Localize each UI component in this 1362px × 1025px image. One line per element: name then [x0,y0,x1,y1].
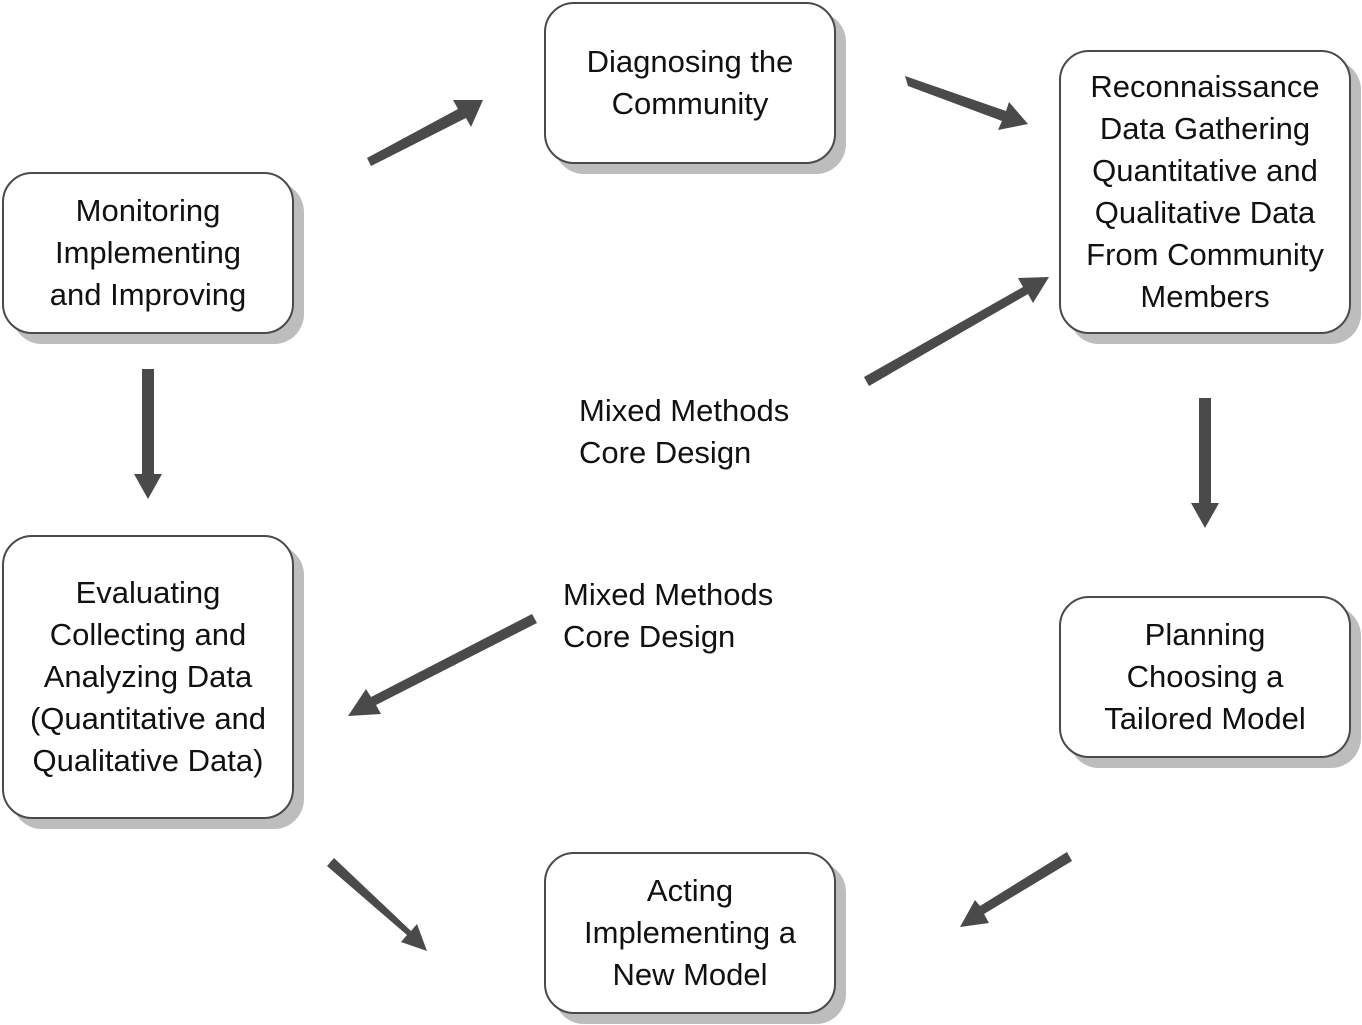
arrow-monitoring-to-diagnosing [367,100,483,166]
node-planning-line-1: Planning [1144,617,1266,652]
node-planning-line-2: Choosing a [1126,659,1284,694]
node-evaluating-line-3: Analyzing Data [43,659,253,694]
arrow-evaluating-to-acting [327,858,427,951]
node-monitoring-line-2: Implementing [54,235,242,270]
arrow-diagnosing-to-reconnaissance [905,76,1028,130]
node-evaluating-line-1: Evaluating [75,575,221,610]
node-reconnaissance-line-1: Reconnaissance [1090,69,1320,104]
node-reconnaissance-line-4: Qualitative Data [1094,195,1316,230]
arrow-monitoring-to-evaluating [134,369,162,499]
node-acting-line-3: New Model [612,957,768,992]
node-diagnosing-line-1: Diagnosing the [586,44,794,79]
center-label-upper-line-1: Mixed Methods [579,393,790,428]
node-planning: Planning Choosing a Tailored Model [1059,596,1351,758]
center-label-lower-line-1: Mixed Methods [563,577,774,612]
node-evaluating-line-5: Qualitative Data) [32,743,264,778]
center-label-lower-line-2: Core Design [563,619,736,654]
node-reconnaissance-line-6: Members [1140,279,1270,314]
node-diagnosing-line-2: Community [611,86,769,121]
node-acting-line-1: Acting [646,873,734,908]
node-monitoring-line-3: and Improving [49,277,247,312]
node-reconnaissance-line-3: Quantitative and [1092,153,1318,188]
node-acting: Acting Implementing a New Model [544,852,836,1014]
node-evaluating-line-4: (Quantitative and [29,701,267,736]
center-label-lower: Mixed Methods Core Design [563,574,773,658]
node-monitoring: Monitoring Implementing and Improving [2,172,294,334]
arrow-reconnaissance-to-planning [1191,398,1219,528]
center-label-upper: Mixed Methods Core Design [579,390,789,474]
arrow-upper-label-to-reconnaissance [864,277,1049,386]
arrow-lower-label-to-evaluating [348,614,537,716]
center-label-upper-line-2: Core Design [579,435,752,470]
node-reconnaissance-line-5: From Community [1086,237,1324,272]
node-evaluating-line-2: Collecting and [49,617,247,652]
node-diagnosing: Diagnosing the Community [544,2,836,164]
node-evaluating: Evaluating Collecting and Analyzing Data… [2,535,294,819]
node-reconnaissance-line-2: Data Gathering [1099,111,1311,146]
node-acting-line-2: Implementing a [584,915,796,950]
node-reconnaissance: Reconnaissance Data Gathering Quantitati… [1059,50,1351,334]
node-monitoring-line-1: Monitoring [75,193,221,228]
arrow-planning-to-acting [960,852,1072,927]
node-planning-line-3: Tailored Model [1104,701,1306,736]
